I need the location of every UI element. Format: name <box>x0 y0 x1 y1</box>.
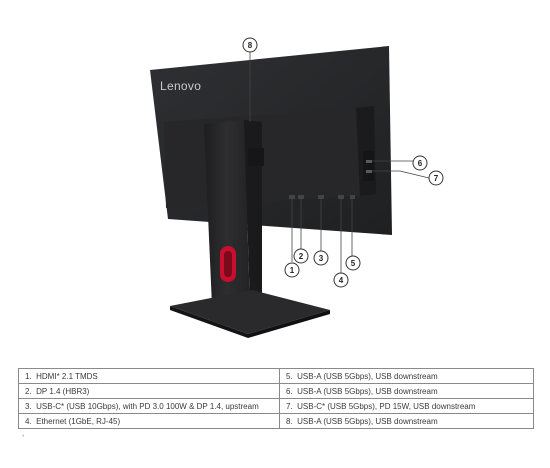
port-number: 1. <box>25 371 32 381</box>
svg-text:6: 6 <box>418 159 423 168</box>
table-row: 4. Ethernet (1GbE, RJ-45) 8. USB-A (USB … <box>18 413 534 429</box>
side-usb-c-port <box>366 170 372 173</box>
monitor-illustration: Lenovo <box>150 37 444 338</box>
stand-neck <box>204 120 250 306</box>
callout-5: 5 <box>345 255 361 271</box>
port-ethernet <box>338 195 344 199</box>
svg-text:1: 1 <box>290 266 295 275</box>
port-number: 2. <box>25 386 32 396</box>
svg-text:2: 2 <box>299 252 304 261</box>
port-spec-table: 1. HDMI* 2.1 TMDS 5. USB-A (USB 5Gbps), … <box>18 368 534 429</box>
monitor-rear-figure: Lenovo <box>150 37 444 338</box>
port-cell: 1. HDMI* 2.1 TMDS <box>18 368 280 384</box>
side-port-stack <box>363 151 374 181</box>
callout-6: 6 <box>412 155 428 171</box>
port-description: USB-A (USB 5Gbps), USB downstream <box>297 386 438 396</box>
port-number: 4. <box>25 416 32 426</box>
callout-7: 7 <box>428 170 444 186</box>
footnote-mark: * <box>22 435 25 441</box>
stand-neck-side <box>244 120 262 306</box>
svg-text:3: 3 <box>319 254 324 263</box>
callout-4: 4 <box>333 272 349 288</box>
callout-2: 2 <box>293 248 309 264</box>
callout-1: 1 <box>284 262 300 278</box>
port-cell: 8. USB-A (USB 5Gbps), USB downstream <box>279 413 534 429</box>
cable-hole <box>224 251 232 277</box>
port-number: 3. <box>25 401 32 411</box>
callout-3: 3 <box>313 250 329 266</box>
port-description: USB-C* (USB 5Gbps), PD 15W, USB downstre… <box>297 401 476 411</box>
port-number: 8. <box>286 416 293 426</box>
port-number: 7. <box>286 401 293 411</box>
port-cell: 3. USB-C* (USB 10Gbps), with PD 3.0 100W… <box>18 398 280 414</box>
port-cell: 6. USB-A (USB 5Gbps), USB downstream <box>279 383 534 399</box>
svg-text:4: 4 <box>339 276 344 285</box>
port-description: DP 1.4 (HBR3) <box>36 386 90 396</box>
stand-hinge <box>248 148 264 166</box>
port-hdmi <box>289 195 295 199</box>
stand-base <box>170 290 330 334</box>
port-number: 5. <box>286 371 293 381</box>
port-cell: 7. USB-C* (USB 5Gbps), PD 15W, USB downs… <box>279 398 534 414</box>
port-description: USB-C* (USB 10Gbps), with PD 3.0 100W & … <box>36 401 259 411</box>
table-row: 3. USB-C* (USB 10Gbps), with PD 3.0 100W… <box>18 398 534 414</box>
port-usb-c-upstream <box>318 195 324 199</box>
stand-base-edge-right <box>248 310 330 338</box>
port-cell: 5. USB-A (USB 5Gbps), USB downstream <box>279 368 534 384</box>
port-cell: 2. DP 1.4 (HBR3) <box>18 383 280 399</box>
port-description: Ethernet (1GbE, RJ-45) <box>36 416 121 426</box>
side-usb-a-port <box>366 160 372 163</box>
table-row: 2. DP 1.4 (HBR3) 6. USB-A (USB 5Gbps), U… <box>18 383 534 399</box>
table-row: 1. HDMI* 2.1 TMDS 5. USB-A (USB 5Gbps), … <box>18 368 534 384</box>
svg-text:5: 5 <box>351 259 356 268</box>
port-description: HDMI* 2.1 TMDS <box>36 371 98 381</box>
lenovo-logo: Lenovo <box>160 79 201 93</box>
callout-lines <box>249 52 430 273</box>
stand-base-edge-left <box>170 306 248 338</box>
port-description: USB-A (USB 5Gbps), USB downstream <box>297 371 438 381</box>
port-number: 6. <box>286 386 293 396</box>
svg-text:8: 8 <box>248 41 253 50</box>
port-usb-a <box>350 195 355 199</box>
svg-text:7: 7 <box>434 174 439 183</box>
port-cell: 4. Ethernet (1GbE, RJ-45) <box>18 413 280 429</box>
port-dp <box>298 195 304 199</box>
callout-8: 8 <box>242 37 258 53</box>
port-description: USB-A (USB 5Gbps), USB downstream <box>297 416 438 426</box>
